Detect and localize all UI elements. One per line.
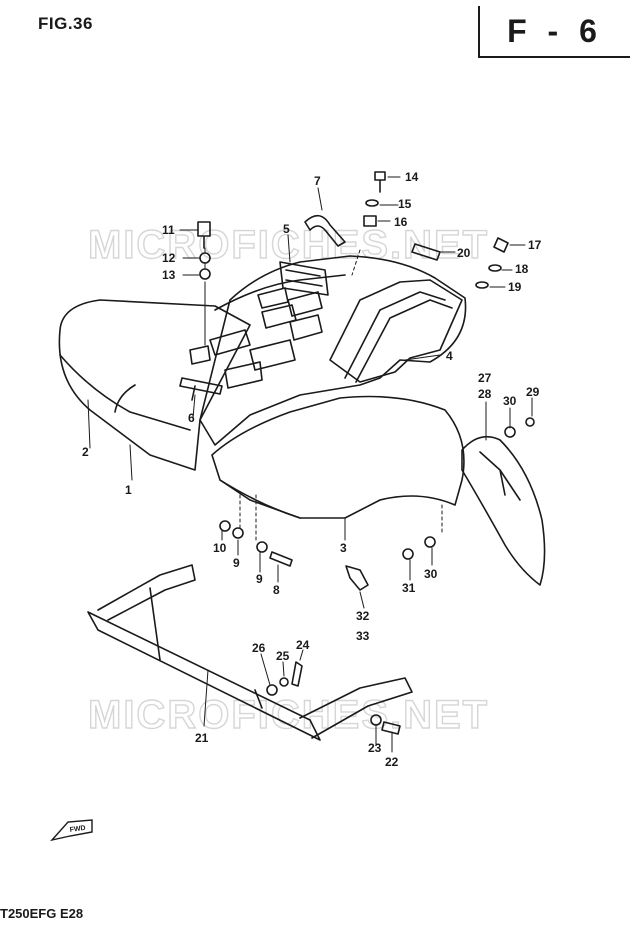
leader-lines bbox=[87, 176, 533, 753]
nut-30-lower bbox=[424, 536, 436, 548]
rear-fender-lower-edge bbox=[219, 479, 301, 519]
callout-9a: 9 bbox=[233, 556, 240, 570]
callout-27: 27 bbox=[478, 371, 492, 385]
bolt-24 bbox=[291, 661, 303, 687]
bolt-8 bbox=[269, 551, 293, 567]
nut-16 bbox=[363, 215, 377, 227]
nut-23 bbox=[370, 714, 382, 726]
side-panel-stripe bbox=[344, 291, 446, 379]
side-panel bbox=[329, 279, 463, 383]
callout-20: 20 bbox=[457, 246, 471, 260]
callout-21: 21 bbox=[195, 731, 209, 745]
figure-label: FIG.36 bbox=[38, 14, 93, 33]
watermark-top: MICROFICHES.NET bbox=[88, 223, 489, 267]
bolt-29 bbox=[525, 417, 535, 427]
clip-19 bbox=[475, 281, 489, 289]
fender-cutout-4 bbox=[189, 345, 211, 365]
model-code: T250EFG E28 bbox=[0, 906, 84, 921]
section-code: F - 6 bbox=[507, 12, 603, 49]
callout-17: 17 bbox=[528, 238, 542, 252]
callout-5: 5 bbox=[283, 222, 290, 236]
fender-cutout-2 bbox=[249, 339, 296, 371]
grab-bar-right-stay bbox=[299, 677, 413, 739]
callout-6: 6 bbox=[188, 411, 195, 425]
callout-29: 29 bbox=[526, 385, 540, 399]
callout-12: 12 bbox=[162, 251, 176, 265]
fender-cutout-3 bbox=[224, 361, 263, 389]
decal-plate-inner bbox=[285, 269, 323, 287]
callout-31: 31 bbox=[402, 581, 416, 595]
washer-9b bbox=[256, 541, 268, 553]
forward-arrow-label: FWD bbox=[69, 825, 86, 834]
callout-23: 23 bbox=[368, 741, 382, 755]
callout-28: 28 bbox=[478, 387, 492, 401]
fender-cutout-1 bbox=[209, 329, 251, 356]
clip-15 bbox=[365, 199, 379, 207]
bolt-14 bbox=[374, 171, 386, 193]
grab-bar-left-stay bbox=[97, 564, 196, 621]
nut-10 bbox=[219, 520, 231, 532]
bolt-22 bbox=[381, 721, 401, 735]
fender-top-edge bbox=[214, 274, 346, 311]
callout-16: 16 bbox=[394, 215, 408, 229]
callout-10: 10 bbox=[213, 541, 227, 555]
emblem-6 bbox=[179, 377, 223, 401]
cushion-20 bbox=[411, 243, 441, 261]
fender-cutout-6 bbox=[287, 291, 323, 317]
callout-33: 33 bbox=[356, 629, 370, 643]
washer-25 bbox=[279, 677, 289, 687]
callout-3: 3 bbox=[340, 541, 347, 555]
rear-fender-outline bbox=[211, 395, 465, 519]
callout-18: 18 bbox=[515, 262, 529, 276]
callout-26: 26 bbox=[252, 641, 266, 655]
section-code-box: F - 6 bbox=[478, 6, 630, 58]
callout-7: 7 bbox=[314, 174, 321, 188]
seat-outline bbox=[58, 299, 251, 471]
forward-arrow-icon bbox=[50, 819, 93, 842]
fender-cutout-5 bbox=[257, 287, 289, 309]
forward-arrow: FWD bbox=[50, 819, 93, 842]
callout-13: 13 bbox=[162, 268, 176, 282]
callout-14: 14 bbox=[405, 170, 419, 184]
bolt-17 bbox=[493, 237, 509, 253]
callout-2: 2 bbox=[82, 445, 89, 459]
screw-11 bbox=[197, 221, 211, 249]
callout-24: 24 bbox=[296, 638, 310, 652]
callout-32: 32 bbox=[356, 609, 370, 623]
grab-bar-brace-2 bbox=[254, 689, 263, 709]
fender-cutout-8 bbox=[289, 314, 323, 341]
grab-bar-brace-1 bbox=[149, 587, 161, 661]
callout-8: 8 bbox=[273, 583, 280, 597]
seat-edge-line bbox=[59, 354, 191, 431]
watermark-bottom: MICROFICHES.NET bbox=[88, 693, 489, 737]
fender-body-outline bbox=[199, 255, 467, 446]
callout-15: 15 bbox=[398, 197, 412, 211]
grab-bar-rail bbox=[87, 611, 321, 741]
mud-guard bbox=[461, 435, 546, 586]
clamp-32 bbox=[345, 565, 369, 591]
bracket-7 bbox=[304, 214, 346, 247]
callout-4: 4 bbox=[446, 349, 453, 363]
seat-front-crease bbox=[114, 384, 136, 413]
callout-11: 11 bbox=[162, 223, 175, 237]
callout-22: 22 bbox=[385, 755, 399, 769]
callout-9b: 9 bbox=[256, 572, 263, 586]
washer-9a bbox=[232, 527, 244, 539]
washer-31 bbox=[402, 548, 414, 560]
callout-30a: 30 bbox=[503, 394, 517, 408]
clip-18 bbox=[488, 264, 502, 272]
washer-12 bbox=[199, 252, 211, 264]
callout-25: 25 bbox=[276, 649, 290, 663]
decal-plate bbox=[279, 261, 329, 296]
mud-guard-inner bbox=[479, 451, 521, 501]
callout-19: 19 bbox=[508, 280, 522, 294]
callout-1: 1 bbox=[125, 483, 132, 497]
callout-30b: 30 bbox=[424, 567, 438, 581]
side-panel-stripe-2 bbox=[355, 299, 453, 383]
nut-13 bbox=[199, 268, 211, 280]
nut-26 bbox=[266, 684, 278, 696]
dashed-guide-lines bbox=[204, 249, 443, 541]
